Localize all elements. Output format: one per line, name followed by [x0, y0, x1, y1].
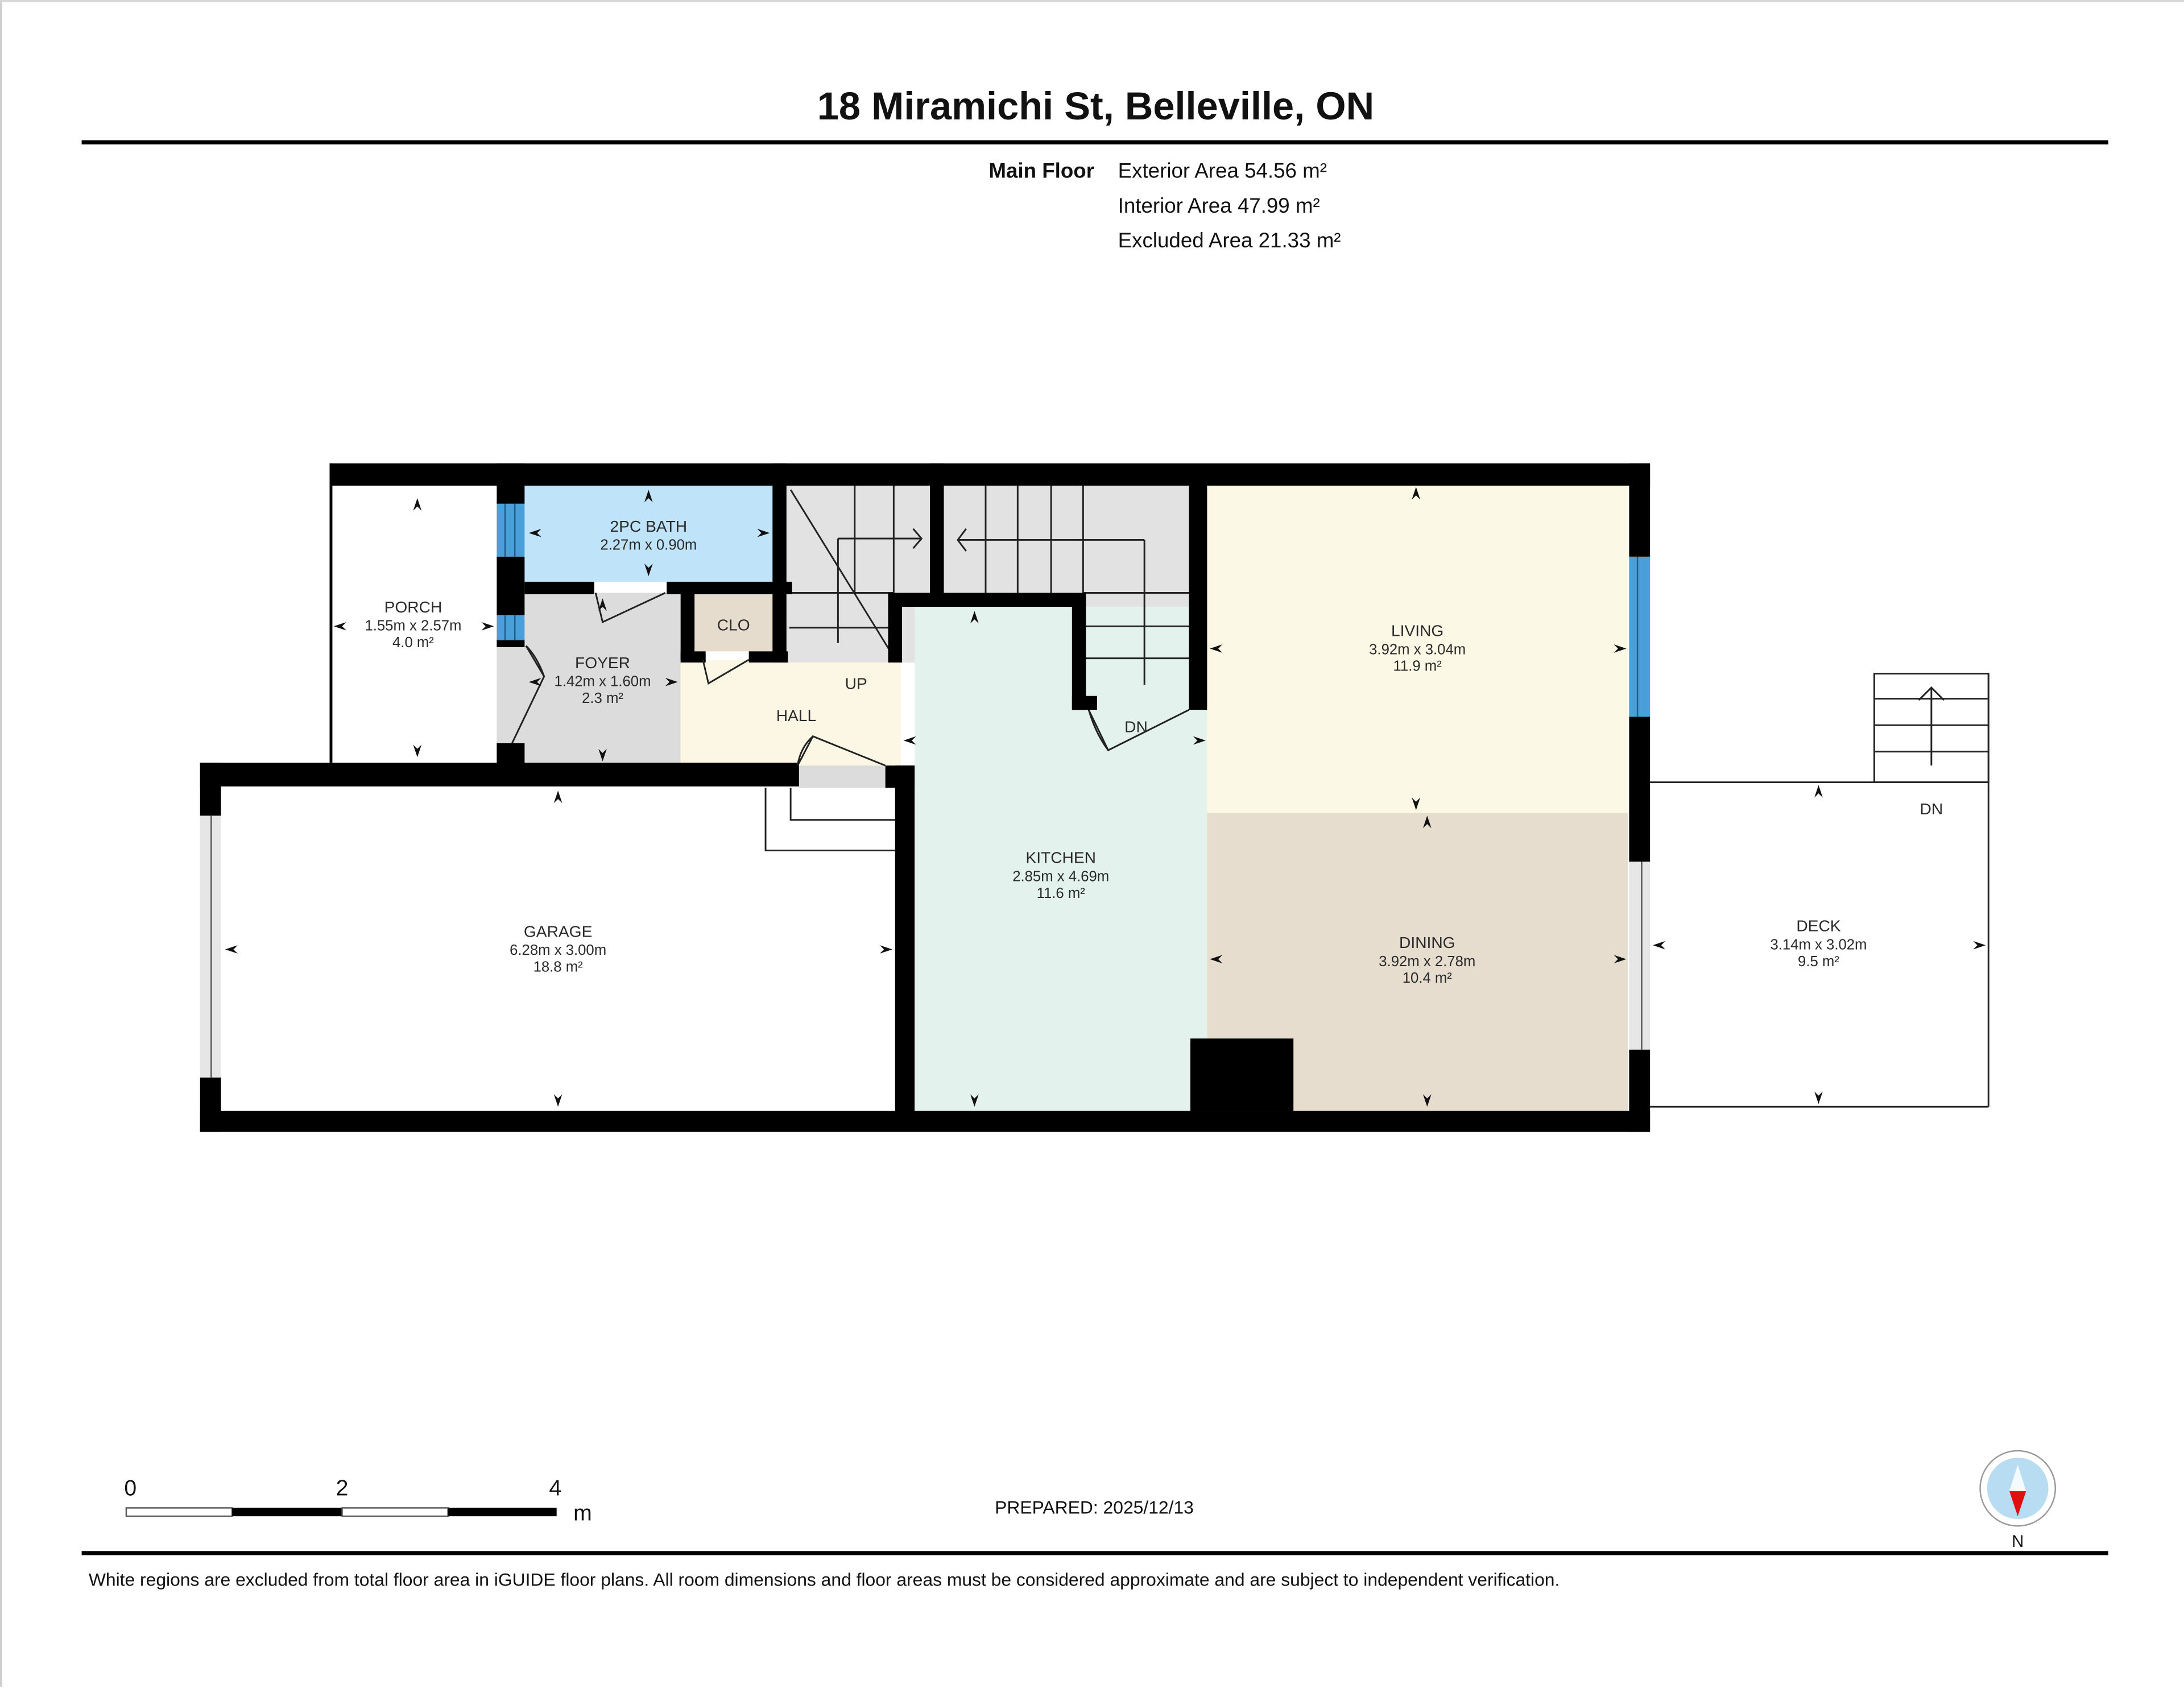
stair-up-label: UP — [845, 674, 867, 692]
room-dims: 3.14m x 3.02m — [1770, 937, 1867, 953]
exterior-area: Exterior Area 54.56 m² — [1118, 159, 1327, 183]
room-foyer: FOYER 1.42m x 1.60m 2.3 m² — [555, 654, 651, 706]
room-name: CLO — [717, 616, 750, 634]
garage-fill — [221, 786, 895, 1111]
deck-stair-label: DN — [1920, 800, 1943, 818]
walls — [200, 463, 1651, 1132]
footer-disclaimer: White regions are excluded from total fl… — [89, 1570, 1560, 1590]
fireplace-block — [1190, 1038, 1294, 1111]
room-area: 9.5 m² — [1798, 954, 1839, 970]
room-living: LIVING 3.92m x 3.04m 11.9 m² — [1369, 622, 1466, 674]
room-area: 11.9 m² — [1393, 659, 1442, 674]
room-area: 4.0 m² — [392, 635, 434, 651]
room-deck: DECK 3.14m x 3.02m 9.5 m² — [1770, 917, 1867, 970]
room-dims: 6.28m x 3.00m — [510, 942, 606, 958]
room-dims: 1.55m x 2.57m — [365, 618, 461, 634]
bath-fill — [524, 484, 773, 582]
room-kitchen: KITCHEN 2.85m x 4.69m 11.6 m² — [1012, 849, 1109, 901]
room-name: GARAGE — [524, 922, 592, 940]
excluded-area: Excluded Area 21.33 m² — [1118, 229, 1341, 252]
stair-up-fill — [786, 484, 930, 663]
room-hall: HALL — [776, 707, 816, 725]
room-dims: 3.92m x 2.78m — [1379, 954, 1475, 970]
garage-door-recess — [799, 765, 891, 788]
deck: DN — [1650, 673, 1989, 1108]
room-closet: CLO — [717, 616, 750, 634]
stair-down-label: DN — [1124, 718, 1148, 735]
room-dims: 2.27m x 0.90m — [600, 537, 697, 553]
doors: DN — [511, 592, 1190, 767]
scale-tick: 0 — [124, 1476, 136, 1500]
window-foyer — [497, 615, 525, 640]
bath-door — [594, 592, 666, 624]
room-name: HALL — [776, 707, 816, 725]
dimension-arrows — [225, 487, 1986, 1107]
room-dining: DINING 3.92m x 2.78m 10.4 m² — [1379, 934, 1475, 986]
room-dims: 2.85m x 4.69m — [1012, 868, 1109, 884]
room-area: 2.3 m² — [582, 690, 623, 706]
room-name: PORCH — [384, 598, 442, 616]
room-name: DINING — [1399, 934, 1455, 951]
room-fills — [221, 484, 1628, 1111]
windows — [200, 503, 1651, 1078]
closet-door — [702, 659, 750, 685]
page-title: 18 Miramichi St, Belleville, ON — [817, 84, 1374, 128]
stairs-up: UP — [789, 484, 923, 692]
deck-stairs — [1873, 673, 1989, 784]
stair-arrow-icon — [912, 528, 923, 549]
compass-icon: N — [1979, 1450, 2057, 1551]
scale-tick: 4 — [549, 1476, 561, 1500]
kitchen-fill — [915, 607, 1207, 1111]
room-name: DECK — [1796, 917, 1840, 935]
closet-fill — [694, 593, 773, 652]
stairs-down — [957, 484, 1189, 685]
scale-unit: m — [573, 1501, 592, 1526]
room-area: 10.4 m² — [1403, 970, 1453, 986]
interior-area: Interior Area 47.99 m² — [1118, 194, 1320, 217]
room-dims: 1.42m x 1.60m — [555, 674, 651, 690]
room-garage: GARAGE 6.28m x 3.00m 18.8 m² — [510, 922, 606, 975]
stair-arrow-icon — [957, 528, 967, 552]
living-fill — [1207, 484, 1628, 813]
room-name: FOYER — [575, 654, 630, 672]
porch-fill — [332, 484, 497, 763]
room-area: 11.6 m² — [1037, 885, 1086, 901]
footer-divider — [81, 1551, 2108, 1555]
room-name: KITCHEN — [1025, 849, 1096, 867]
room-name: LIVING — [1391, 622, 1443, 639]
patio-door-dining — [1629, 862, 1651, 1050]
window-bath — [497, 503, 525, 557]
room-porch: PORCH 1.55m x 2.57m 4.0 m² — [365, 598, 461, 651]
room-labels: 2PC BATH 2.27m x 0.90m PORCH 1.55m x 2.5… — [365, 518, 1867, 986]
compass-label: N — [2012, 1532, 2024, 1551]
garage-stair-outline — [764, 788, 895, 852]
room-bath: 2PC BATH 2.27m x 0.90m — [600, 518, 697, 553]
header-divider — [81, 140, 2108, 144]
scale-bar: 0 2 4 m — [124, 1476, 592, 1525]
room-area: 18.8 m² — [533, 959, 584, 975]
room-dims: 3.92m x 3.04m — [1369, 641, 1466, 657]
scale-tick: 2 — [336, 1476, 349, 1500]
prepared-date: PREPARED: 2025/12/13 — [995, 1497, 1194, 1517]
floor-label: Main Floor — [988, 159, 1094, 183]
window-living — [1629, 556, 1651, 717]
room-name: 2PC BATH — [610, 518, 688, 535]
deck-stair-arrow-icon — [1918, 686, 1945, 766]
